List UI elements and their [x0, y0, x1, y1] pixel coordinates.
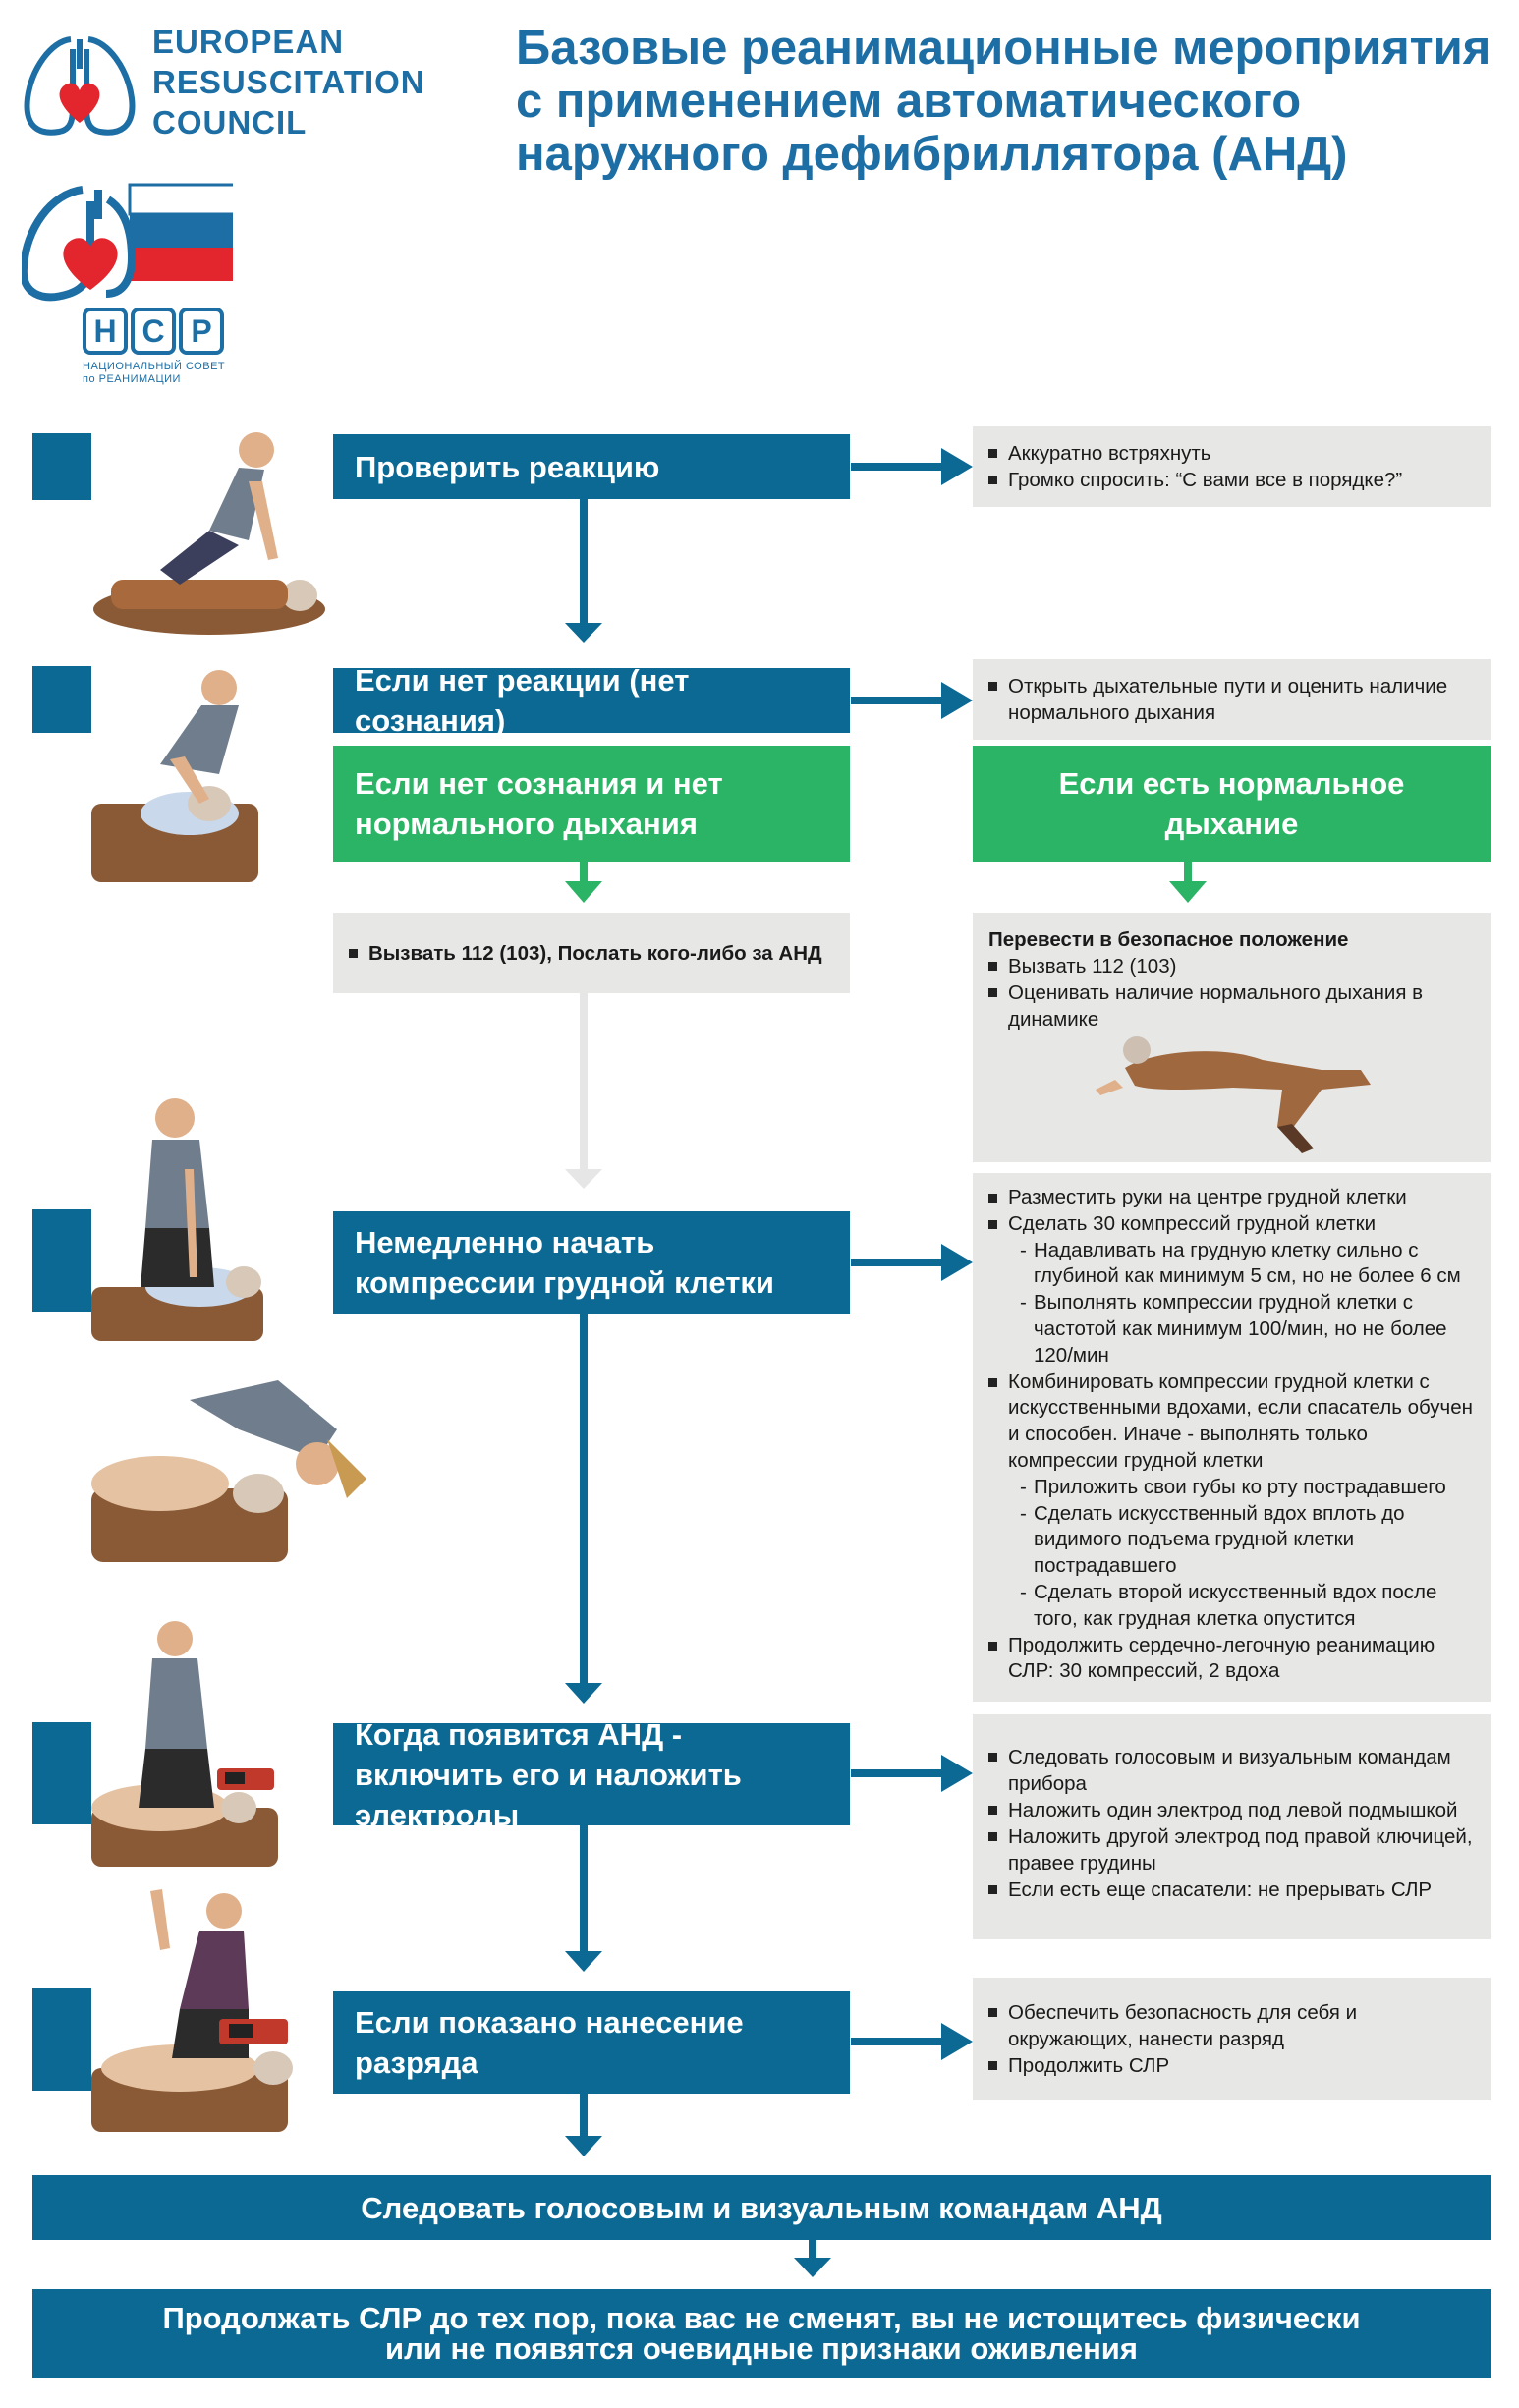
step-marker-2: [32, 666, 91, 733]
info-item: Разместить руки на центре грудной клетки: [988, 1185, 1475, 1211]
step-no-response: Если нет реакции (нет сознания): [333, 663, 850, 738]
page-title-line-2: с применением автоматического: [516, 75, 1302, 128]
info-subitem: Надавливать на грудную клетку сильно с г…: [988, 1238, 1475, 1291]
photo-airway: [91, 666, 258, 882]
rescuer-giving-breath-icon: [91, 1380, 366, 1562]
step-follow-commands: Следовать голосовым и визуальным команда…: [32, 2175, 1491, 2240]
info-subitem: Сделать искусственный вдох вплоть до вид…: [988, 1501, 1475, 1580]
step-marker-3: [32, 1209, 91, 1312]
step-start-compressions: Немедленно начать компрессии грудной кле…: [333, 1211, 850, 1314]
info-item: Вызвать 112 (103), Послать кого-либо за …: [349, 940, 822, 967]
recovery-title: Перевести в безопасное положение: [988, 928, 1349, 951]
info-item: Вызвать 112 (103): [988, 953, 1431, 980]
rescuer-shaking-victim-icon: [93, 432, 325, 635]
arrow-down-icon: [565, 1314, 602, 1704]
step-shock-indicated: Если показано нанесение разряда: [333, 1991, 850, 2094]
ncr-logo: Н С Р НАЦИОНАЛЬНЫЙ СОВЕТ по РЕАНИМАЦИИ: [19, 180, 250, 386]
step-normal-breathing: Если есть нормальное дыхание: [973, 746, 1491, 862]
lungs-heart-icon: [24, 36, 136, 136]
info-item: Наложить один электрод под левой подмышк…: [988, 1797, 1475, 1823]
photo-rescue-breath: [91, 1371, 371, 1562]
info-item: Громко спросить: “С вами все в порядке?”: [988, 467, 1475, 493]
step-aed-arrives: Когда появится АНД - включить его и нало…: [333, 1717, 850, 1832]
ncr-caption-line-2: по РЕАНИМАЦИИ: [83, 373, 181, 385]
arrow-down-icon: [565, 1825, 602, 1972]
arrow-right-icon: [851, 448, 973, 485]
step-no-breathing: Если нет сознания и нет нормального дыха…: [333, 746, 850, 862]
ncr-emblem-icon: [19, 183, 250, 302]
recovery-position-figure-icon: [1096, 1036, 1371, 1153]
arrow-down-icon: [565, 2094, 602, 2156]
photo-compressions: [91, 1091, 263, 1341]
page-title-line-3: наружного дефибриллятора (АНД): [516, 128, 1348, 181]
arrow-right-icon: [851, 1755, 973, 1792]
rescuer-tilting-head-icon: [91, 670, 258, 882]
step-marker-1: [32, 433, 91, 500]
info-item: Оценивать наличие нормального дыхания в …: [988, 980, 1431, 1033]
info-item: Аккуратно встряхнуть: [988, 440, 1475, 467]
erc-logo: [22, 29, 138, 142]
info-aed: Следовать голосовым и визуальным команда…: [973, 1714, 1491, 1939]
erc-line-3: COUNCIL: [152, 104, 308, 140]
info-item: Продолжить сердечно-легочную реанимацию …: [988, 1633, 1475, 1686]
info-subitem: Выполнять компрессии грудной клетки с ча…: [988, 1290, 1475, 1369]
arrow-right-icon: [851, 2023, 973, 2060]
info-item: Наложить другой электрод под правой ключ…: [988, 1823, 1475, 1876]
erc-name: EUROPEAN RESUSCITATION COUNCIL: [152, 22, 425, 142]
info-compressions: Разместить руки на центре грудной клетки…: [973, 1173, 1491, 1702]
ncr-letter-n: Н: [83, 308, 128, 355]
info-item: Сделать 30 компрессий грудной клетки: [988, 1211, 1475, 1238]
page-title: Базовые реанимационные мероприятия с при…: [516, 22, 1508, 181]
arrow-down-faded-icon: [565, 993, 602, 1189]
info-shock: Обеспечить безопасность для себя и окруж…: [973, 1978, 1491, 2100]
continue-cpr-line-2: или не появятся очевидные признаки оживл…: [385, 2331, 1138, 2366]
step-marker-4: [32, 1722, 91, 1824]
step-check-response: Проверить реакцию: [333, 434, 850, 499]
arrow-down-icon: [565, 862, 602, 903]
photo-aed-attach: [91, 1611, 278, 1867]
rescuer-delivering-shock-icon: [91, 1889, 293, 2132]
info-subitem: Приложить свои губы ко рту пострадавшего: [988, 1475, 1475, 1501]
erc-line-2: RESUSCITATION: [152, 64, 425, 100]
arrow-right-icon: [851, 682, 973, 719]
ncr-letter-r: Р: [179, 308, 224, 355]
step-continue-cpr: Продолжать СЛР до тех пор, пока вас не с…: [32, 2289, 1491, 2378]
ncr-letter-s: С: [131, 308, 176, 355]
arrow-right-icon: [851, 1244, 973, 1281]
ncr-caption-line-1: НАЦИОНАЛЬНЫЙ СОВЕТ: [83, 361, 226, 372]
step-marker-5: [32, 1988, 91, 2091]
info-check-response: Аккуратно встряхнуть Громко спросить: “С…: [973, 426, 1491, 507]
rescuer-with-aed-icon: [91, 1621, 278, 1867]
continue-cpr-line-1: Продолжать СЛР до тех пор, пока вас не с…: [162, 2301, 1361, 2335]
photo-shock: [91, 1881, 317, 2132]
info-recovery-position: Перевести в безопасное положение Вызвать…: [973, 913, 1491, 1162]
info-call-emergency: Вызвать 112 (103), Послать кого-либо за …: [333, 913, 850, 993]
info-subitem: Сделать второй искусственный вдох после …: [988, 1580, 1475, 1633]
info-item: Открыть дыхательные пути и оценить налич…: [988, 673, 1475, 726]
page-title-line-1: Базовые реанимационные мероприятия: [516, 22, 1491, 75]
ncr-caption: НАЦИОНАЛЬНЫЙ СОВЕТ по РЕАНИМАЦИИ: [83, 361, 225, 386]
rescuer-compressing-chest-icon: [91, 1098, 263, 1341]
arrow-down-icon: [565, 499, 602, 643]
erc-line-1: EUROPEAN: [152, 24, 345, 60]
photo-check-response: [91, 422, 327, 648]
info-item: Если есть еще спасатели: не прерывать СЛ…: [988, 1876, 1475, 1903]
arrow-down-icon: [1169, 862, 1207, 903]
arrow-down-icon: [794, 2240, 831, 2277]
info-no-response: Открыть дыхательные пути и оценить налич…: [973, 659, 1491, 740]
info-item: Обеспечить безопасность для себя и окруж…: [988, 1999, 1475, 2052]
info-item: Комбинировать компрессии грудной клетки …: [988, 1370, 1475, 1475]
ncr-letters: Н С Р: [83, 308, 224, 355]
info-item: Следовать голосовым и визуальным команда…: [988, 1744, 1475, 1797]
info-item: Продолжить СЛР: [988, 2052, 1475, 2079]
